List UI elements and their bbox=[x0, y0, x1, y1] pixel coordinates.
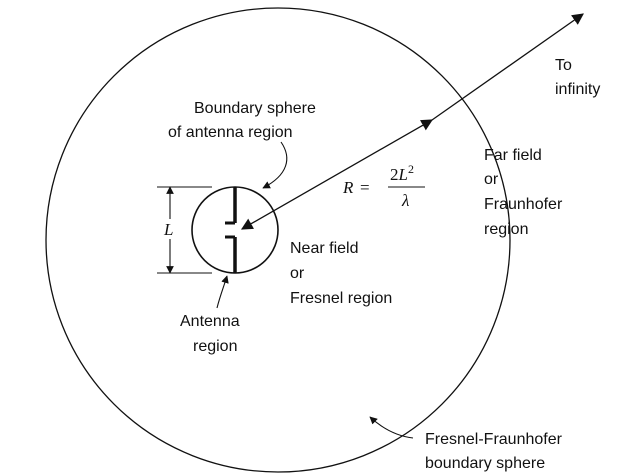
dimension-l-label: L bbox=[163, 220, 173, 239]
boundary-sphere-label: Boundary sphere of antenna region bbox=[168, 100, 320, 141]
numerator: 2L2 bbox=[390, 162, 414, 184]
fresnel-boundary-leader bbox=[369, 416, 414, 439]
fresnel-boundary-label: Fresnel-Fraunhofer boundary sphere bbox=[425, 431, 566, 472]
near-field-label: Near field or Fresnel region bbox=[290, 240, 392, 307]
far-field-label: Far field or Fraunhofer region bbox=[484, 147, 567, 238]
radius-symbol: R bbox=[342, 178, 354, 197]
equals-sign: = bbox=[360, 178, 370, 197]
to-infinity-arrow bbox=[431, 13, 584, 121]
dimension-l-marker bbox=[157, 186, 212, 274]
boundary-sphere-leader bbox=[262, 141, 288, 189]
antenna-region-label: Antenna region bbox=[180, 313, 244, 355]
antenna-element bbox=[225, 187, 237, 273]
denominator: λ bbox=[401, 191, 409, 210]
antenna-region-leader bbox=[216, 275, 229, 309]
radius-r-arrow bbox=[240, 119, 434, 230]
to-infinity-label: To infinity bbox=[555, 57, 600, 98]
radius-equation: R = 2L2 λ bbox=[342, 162, 425, 210]
fresnel-fraunhofer-boundary-circle bbox=[45, 7, 511, 473]
